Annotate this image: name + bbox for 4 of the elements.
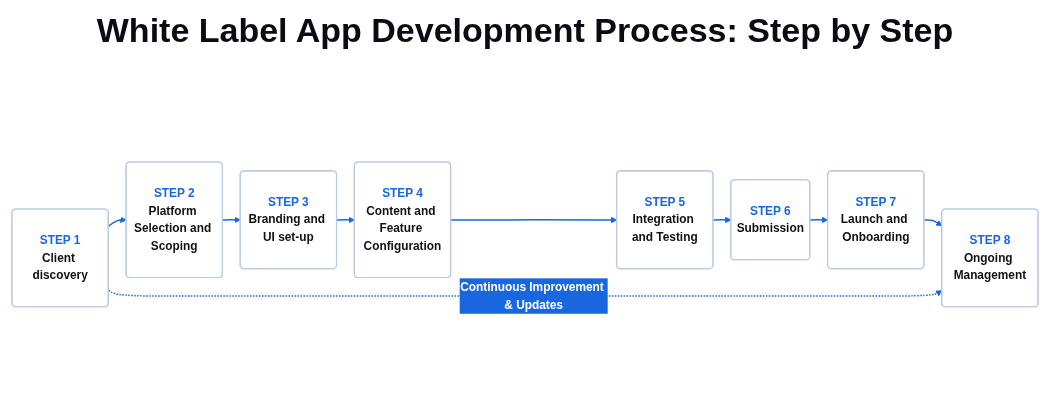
arrow: [336, 216, 355, 224]
edge-label: Continuous Improvement & Updates: [460, 280, 604, 311]
diagram-title: White Label App Development Process: Step by Step: [96, 10, 954, 51]
arrow: [222, 216, 241, 224]
